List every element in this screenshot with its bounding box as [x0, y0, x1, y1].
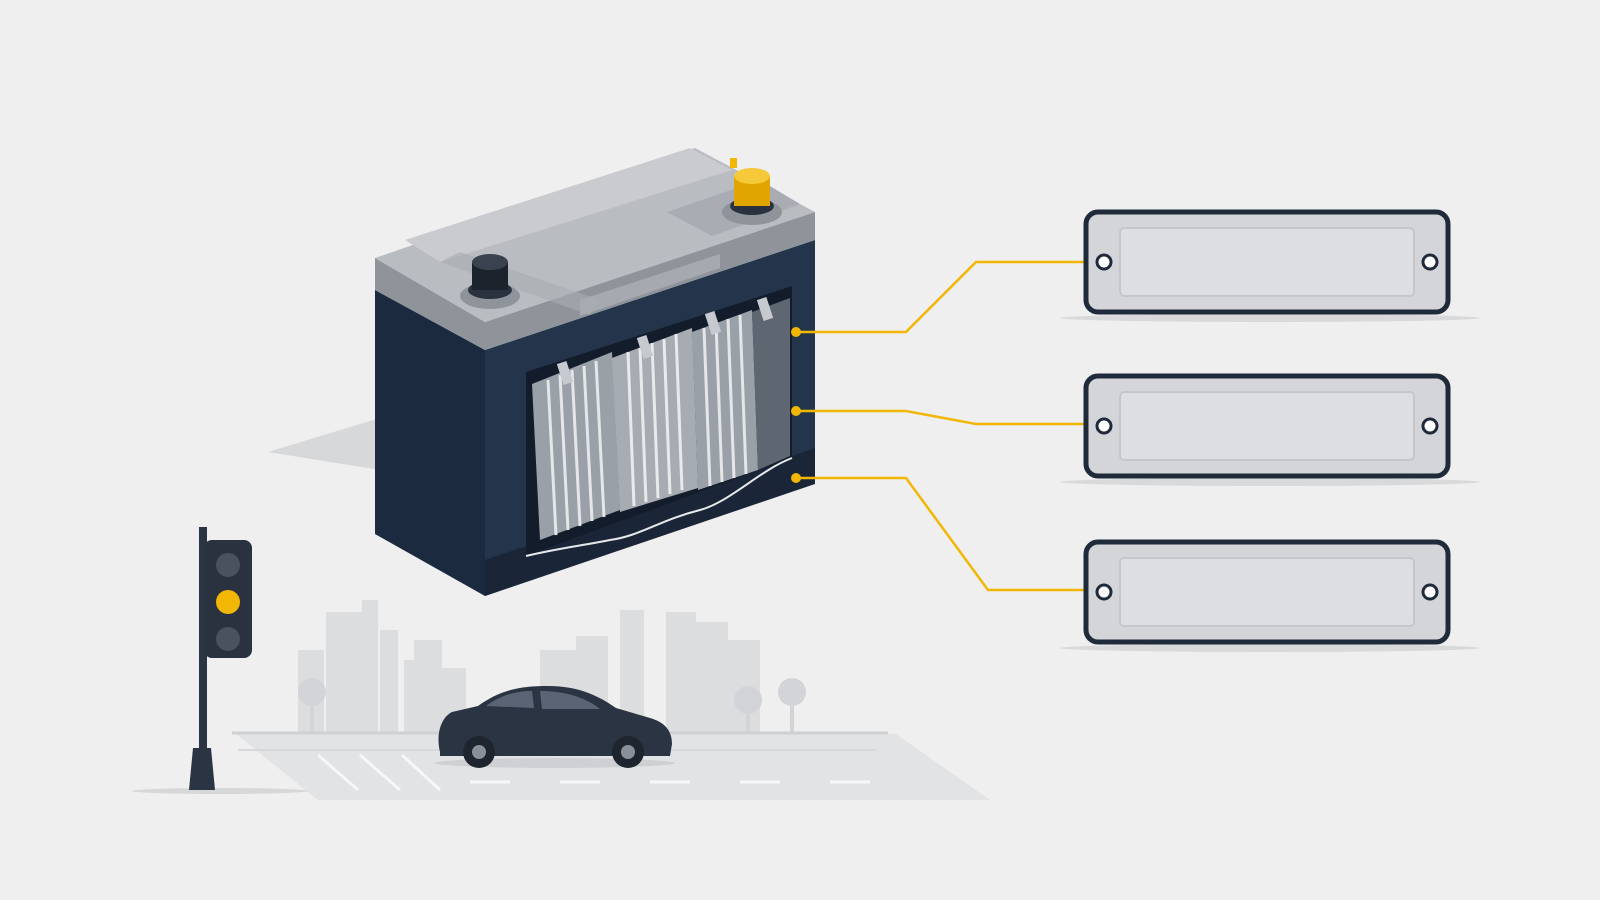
car-battery	[375, 148, 815, 596]
battery-shadow	[268, 418, 380, 558]
callout-plate-2	[1060, 373, 1480, 486]
leader-line-3	[796, 476, 1084, 592]
leader-dots	[791, 327, 801, 483]
leader-lines	[796, 260, 1084, 592]
traffic-light-icon	[189, 527, 252, 790]
leader-line-2	[796, 409, 1084, 426]
negative-terminal-icon	[460, 254, 520, 309]
car-icon	[435, 686, 675, 768]
tree-silhouettes	[298, 678, 806, 735]
leader-line-1	[796, 260, 1084, 334]
callout-plate-1	[1060, 209, 1480, 322]
cell-plates	[532, 296, 790, 540]
callout-plate-3	[1060, 539, 1480, 652]
city-skyline	[298, 600, 760, 735]
positive-terminal-icon	[722, 158, 782, 225]
